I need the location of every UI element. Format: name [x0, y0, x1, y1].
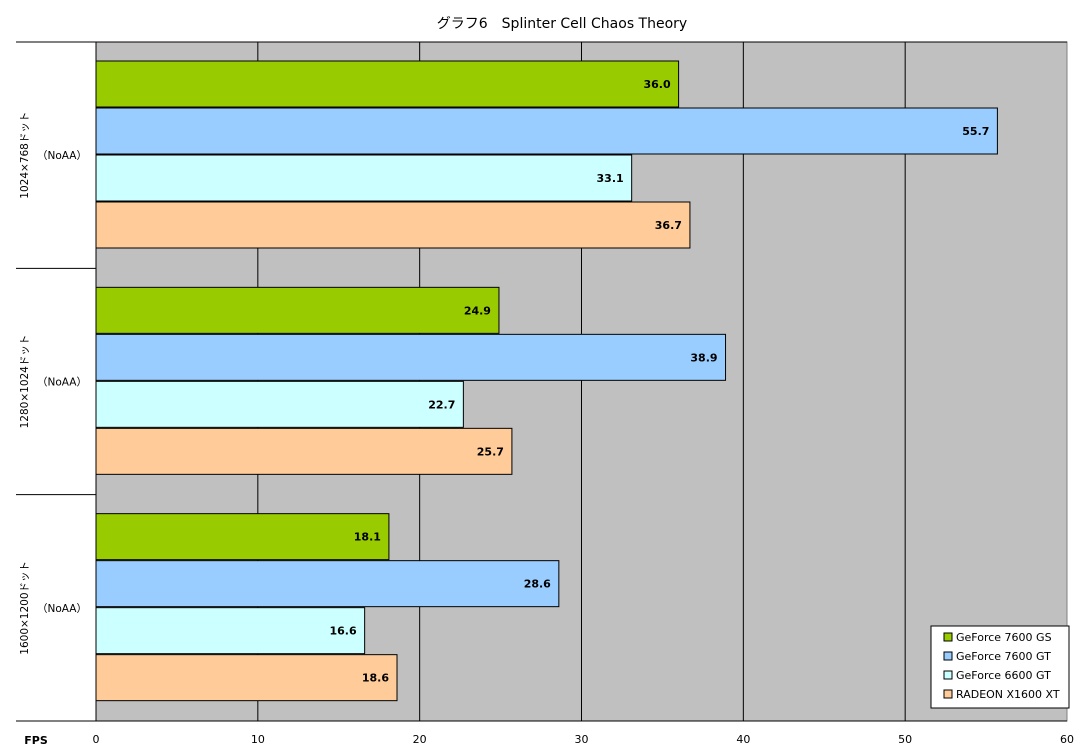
category-mode-label: （NoAA）: [37, 603, 87, 615]
bar: [95, 201, 691, 249]
legend: GeForce 7600 GS GeForce 7600 GT GeForce 66…: [930, 625, 1070, 709]
category-resolution-label: 1280×1024ドット: [19, 335, 31, 429]
legend-swatch: [943, 670, 953, 680]
legend-entry: GeForce 7600 GS: [956, 631, 1052, 644]
legend-swatch: [943, 651, 953, 661]
legend-entry: GeForce 6600 GT: [956, 669, 1051, 682]
bar-value-label: 16.6: [330, 625, 357, 638]
bar: [95, 560, 560, 608]
bar-value-label: 38.9: [690, 351, 717, 364]
x-tick-label: 10: [251, 733, 265, 746]
bar: [95, 607, 366, 655]
bar-value-label: 36.7: [655, 219, 682, 232]
category-resolution-label: 1024×768ドット: [19, 112, 31, 199]
bar-value-label: 28.6: [524, 578, 551, 591]
bar-value-label: 55.7: [962, 125, 989, 138]
category-mode-label: （NoAA）: [37, 150, 87, 162]
x-axis-label: FPS: [24, 734, 48, 747]
x-tick-label: 60: [1060, 733, 1074, 746]
bar-value-label: 24.9: [464, 304, 491, 317]
chart-title: グラフ6 Splinter Cell Chaos Theory: [437, 16, 687, 32]
legend-box: [930, 625, 1070, 709]
legend-entry: RADEON X1600 XT: [956, 688, 1060, 701]
legend-entry: GeForce 7600 GT: [956, 650, 1051, 663]
x-tick-label: 30: [575, 733, 589, 746]
bar: [95, 333, 727, 381]
bar: [95, 154, 633, 202]
legend-swatch: [943, 689, 953, 699]
bar-value-label: 18.1: [354, 531, 381, 544]
plot-area: 0 10 20 30 40 50 60 1024×768ドット （NoAA） 36.0 55.7 33…: [16, 41, 1074, 746]
category-mode-label: （NoAA）: [37, 377, 87, 389]
x-tick-label: 20: [413, 733, 427, 746]
bar: [95, 654, 398, 702]
bar: [95, 513, 390, 561]
category-resolution-label: 1600×1200ドット: [19, 561, 31, 655]
bar-value-label: 33.1: [597, 172, 624, 185]
bar: [95, 60, 680, 108]
bar: [95, 380, 464, 428]
legend-swatch: [943, 632, 953, 642]
x-tick-label: 40: [736, 733, 750, 746]
x-tick-label: 0: [93, 733, 100, 746]
bar: [95, 286, 500, 334]
x-tick-label: 50: [898, 733, 912, 746]
bar-value-label: 22.7: [428, 398, 455, 411]
bar: [95, 107, 998, 155]
bar-value-label: 36.0: [643, 78, 670, 91]
bar-value-label: 25.7: [477, 445, 504, 458]
bar: [95, 427, 513, 475]
bar-value-label: 18.6: [362, 672, 389, 685]
